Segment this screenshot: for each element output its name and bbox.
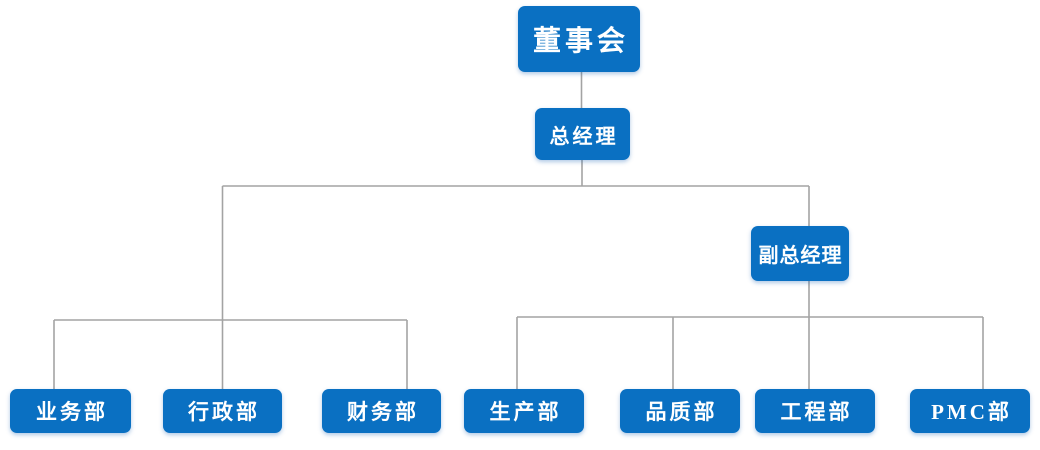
- node-dept-finance: 财务部: [322, 389, 441, 433]
- node-board-of-directors: 董事会: [518, 6, 640, 72]
- node-dept-pmc: PMC部: [910, 389, 1030, 433]
- node-deputy-general-manager: 副总经理: [751, 226, 849, 281]
- node-dept-production: 生产部: [464, 389, 584, 433]
- node-general-manager: 总经理: [535, 108, 630, 160]
- node-dept-engineering: 工程部: [755, 389, 875, 433]
- node-dept-quality: 品质部: [620, 389, 740, 433]
- node-dept-business: 业务部: [10, 389, 131, 433]
- node-dept-administration: 行政部: [163, 389, 282, 433]
